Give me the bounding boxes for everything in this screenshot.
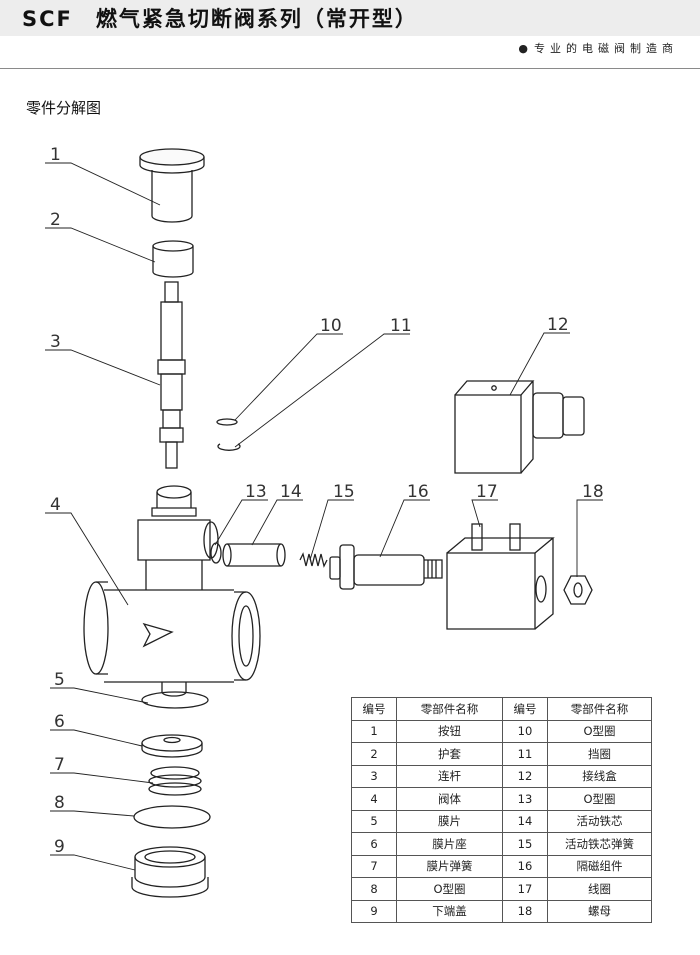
part-number: 10: [502, 719, 548, 743]
part-14-plunger: [222, 543, 286, 567]
part-3-rod: [157, 281, 186, 469]
part-name: 连杆: [396, 764, 503, 788]
bullet-icon: ●: [518, 42, 528, 55]
part-number: 16: [502, 854, 548, 878]
callout-17: 17: [476, 482, 498, 502]
part-name: O型圈: [396, 877, 503, 901]
callout-11: 11: [390, 316, 412, 336]
table-row: 2 护套 11 挡圈: [351, 742, 652, 766]
part-name: 接线盒: [547, 764, 652, 788]
callout-9: 9: [54, 837, 65, 857]
part-number: 8: [351, 877, 397, 901]
part-8-o-ring: [133, 805, 211, 829]
callout-7: 7: [54, 755, 65, 775]
part-name: 活动铁芯: [547, 809, 652, 833]
part-6-diaphragm-seat: [141, 734, 203, 758]
part-name: O型圈: [547, 719, 652, 743]
part-name: 下端盖: [396, 899, 503, 923]
parts-table: 编号 零部件名称 编号 零部件名称 1 按钮 10 O型圈 2 护套 11 挡圈…: [351, 697, 652, 923]
table-row: 1 按钮 10 O型圈: [351, 719, 652, 743]
part-number: 9: [351, 899, 397, 923]
table-row: 3 连杆 12 接线盒: [351, 764, 652, 788]
callout-18: 18: [582, 482, 604, 502]
part-name: O型圈: [547, 787, 652, 811]
part-7-spring: [148, 766, 202, 796]
callout-12: 12: [547, 315, 569, 335]
part-name: 阀体: [396, 787, 503, 811]
part-name: 按钮: [396, 719, 503, 743]
part-number: 17: [502, 877, 548, 901]
parts-table-header-row: 编号 零部件名称 编号 零部件名称: [351, 697, 652, 721]
leader-lines: [45, 162, 603, 871]
part-9-bottom-cap: [131, 846, 209, 898]
header-number: 编号: [351, 697, 397, 721]
page-title: SCF 燃气紧急切断阀系列（常开型）: [22, 7, 418, 31]
callout-6: 6: [54, 712, 65, 732]
header-divider: [0, 68, 700, 69]
part-number: 6: [351, 832, 397, 856]
part-15-spring: [299, 552, 328, 568]
header-number: 编号: [502, 697, 548, 721]
part-number: 5: [351, 809, 397, 833]
part-name: 膜片: [396, 809, 503, 833]
tagline-text: 专业的电磁阀制造商: [534, 42, 678, 55]
tagline: ● 专业的电磁阀制造商: [518, 40, 678, 56]
part-number: 15: [502, 832, 548, 856]
part-name: 挡圈: [547, 742, 652, 766]
part-12-junction-box: [454, 380, 585, 474]
section-title: 零件分解图: [26, 99, 102, 117]
callout-1: 1: [50, 145, 61, 165]
part-number: 3: [351, 764, 397, 788]
part-2-sleeve: [152, 240, 194, 278]
table-row: 6 膜片座 15 活动铁芯弹簧: [351, 832, 652, 856]
table-row: 5 膜片 14 活动铁芯: [351, 809, 652, 833]
part-16-isolation-assembly: [329, 544, 443, 590]
table-row: 7 膜片弹簧 16 隔磁组件: [351, 854, 652, 878]
part-10-o-ring: [216, 418, 238, 426]
callout-10: 10: [320, 316, 342, 336]
part-number: 12: [502, 764, 548, 788]
table-row: 4 阀体 13 O型圈: [351, 787, 652, 811]
part-name: 膜片弹簧: [396, 854, 503, 878]
callout-5: 5: [54, 670, 65, 690]
header-band: [0, 0, 700, 36]
part-1-button: [139, 148, 205, 223]
part-11-retaining-ring: [217, 443, 241, 451]
part-17-coil: [446, 523, 555, 630]
callout-13: 13: [245, 482, 267, 502]
part-number: 1: [351, 719, 397, 743]
callout-14: 14: [280, 482, 302, 502]
part-number: 2: [351, 742, 397, 766]
table-row: 9 下端盖 18 螺母: [351, 899, 652, 923]
table-row: 8 O型圈 17 线圈: [351, 877, 652, 901]
part-name: 螺母: [547, 899, 652, 923]
header-part-name: 零部件名称: [547, 697, 652, 721]
part-4-valve-body: [83, 485, 261, 697]
callout-16: 16: [407, 482, 429, 502]
part-number: 7: [351, 854, 397, 878]
callout-2: 2: [50, 210, 61, 230]
callout-3: 3: [50, 332, 61, 352]
part-number: 4: [351, 787, 397, 811]
part-5-diaphragm: [141, 691, 209, 709]
callout-8: 8: [54, 793, 65, 813]
part-name: 活动铁芯弹簧: [547, 832, 652, 856]
header-part-name: 零部件名称: [396, 697, 503, 721]
part-number: 18: [502, 899, 548, 923]
part-name: 膜片座: [396, 832, 503, 856]
part-name: 护套: [396, 742, 503, 766]
callout-4: 4: [50, 495, 61, 515]
part-18-nut: [563, 575, 593, 605]
callout-15: 15: [333, 482, 355, 502]
part-name: 隔磁组件: [547, 854, 652, 878]
part-number: 14: [502, 809, 548, 833]
part-number: 13: [502, 787, 548, 811]
part-name: 线圈: [547, 877, 652, 901]
part-number: 11: [502, 742, 548, 766]
